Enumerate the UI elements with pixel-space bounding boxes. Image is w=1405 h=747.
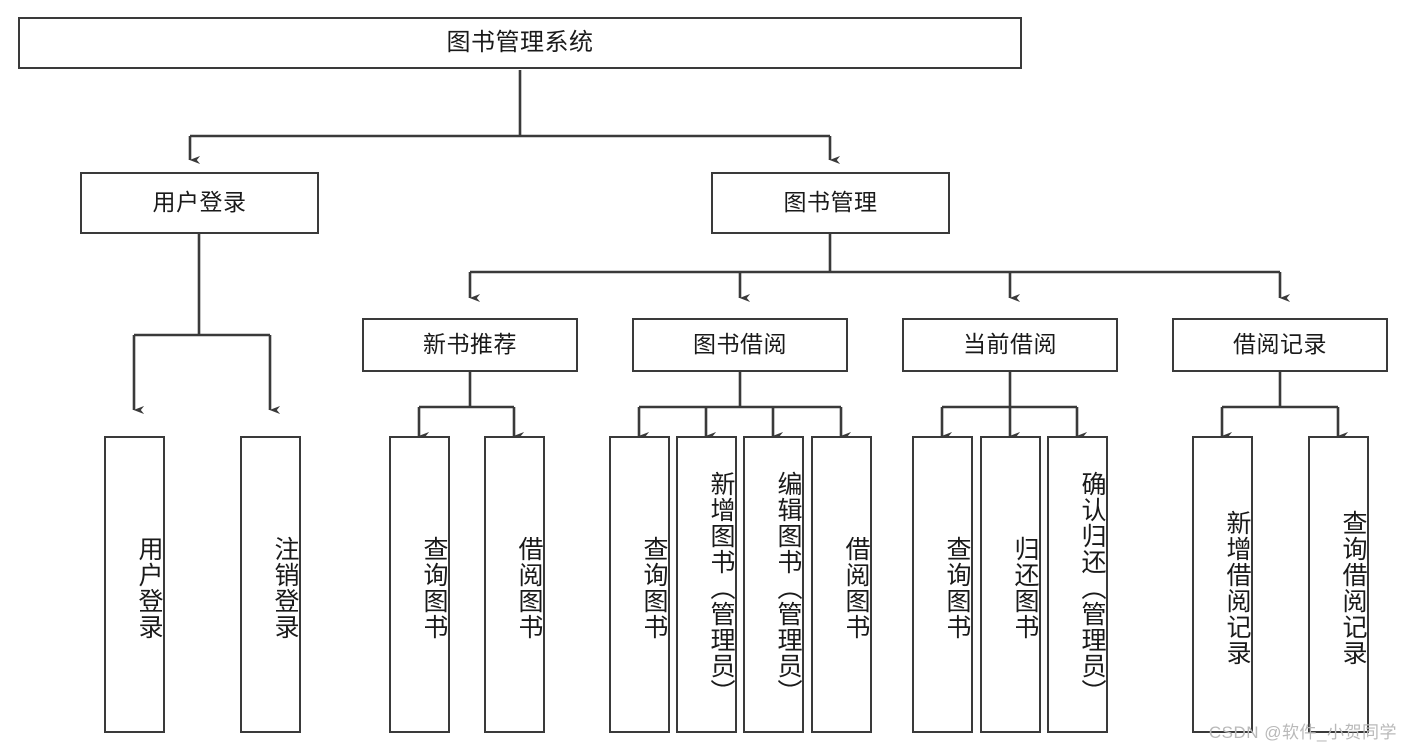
node-root-label: 图书管理系统 bbox=[446, 28, 594, 56]
leaf-user-logout[interactable]: 注销登录 bbox=[240, 436, 301, 733]
leaf-record-add-record-label: 新增借阅记录 bbox=[1223, 509, 1251, 666]
leaf-borrow-add-book-label: 新增图书（管理员） bbox=[707, 470, 735, 705]
leaf-record-query-record[interactable]: 查询借阅记录 bbox=[1308, 436, 1369, 733]
leaf-current-confirm-return-label: 确认归还（管理员） bbox=[1078, 470, 1106, 705]
leaf-record-add-record[interactable]: 新增借阅记录 bbox=[1192, 436, 1253, 733]
leaf-newbook-borrow-book[interactable]: 借阅图书 bbox=[484, 436, 545, 733]
leaf-borrow-query-book[interactable]: 查询图书 bbox=[609, 436, 670, 733]
leaf-user-login-label: 用户登录 bbox=[135, 535, 163, 640]
node-book-borrow[interactable]: 图书借阅 bbox=[632, 318, 848, 372]
leaf-newbook-query-book-label: 查询图书 bbox=[420, 535, 448, 640]
leaf-borrow-add-book[interactable]: 新增图书（管理员） bbox=[676, 436, 737, 733]
leaf-current-query-book[interactable]: 查询图书 bbox=[912, 436, 973, 733]
node-user-login[interactable]: 用户登录 bbox=[80, 172, 319, 234]
leaf-current-query-book-label: 查询图书 bbox=[943, 535, 971, 640]
node-current-borrow[interactable]: 当前借阅 bbox=[902, 318, 1118, 372]
leaf-borrow-borrow-book[interactable]: 借阅图书 bbox=[811, 436, 872, 733]
leaf-newbook-borrow-book-label: 借阅图书 bbox=[515, 535, 543, 640]
node-borrow-record[interactable]: 借阅记录 bbox=[1172, 318, 1388, 372]
leaf-user-logout-label: 注销登录 bbox=[271, 535, 299, 640]
leaf-borrow-borrow-book-label: 借阅图书 bbox=[842, 535, 870, 640]
leaf-user-login[interactable]: 用户登录 bbox=[104, 436, 165, 733]
node-new-book-recommend[interactable]: 新书推荐 bbox=[362, 318, 578, 372]
leaf-newbook-query-book[interactable]: 查询图书 bbox=[389, 436, 450, 733]
leaf-current-confirm-return[interactable]: 确认归还（管理员） bbox=[1047, 436, 1108, 733]
node-borrow-record-label: 借阅记录 bbox=[1233, 331, 1327, 358]
node-book-management[interactable]: 图书管理 bbox=[711, 172, 950, 234]
leaf-current-return-book[interactable]: 归还图书 bbox=[980, 436, 1041, 733]
leaf-borrow-edit-book[interactable]: 编辑图书（管理员） bbox=[743, 436, 804, 733]
leaf-current-return-book-label: 归还图书 bbox=[1011, 535, 1039, 640]
node-book-management-label: 图书管理 bbox=[783, 189, 878, 216]
node-root[interactable]: 图书管理系统 bbox=[18, 17, 1022, 69]
node-current-borrow-label: 当前借阅 bbox=[963, 331, 1057, 358]
leaf-borrow-edit-book-label: 编辑图书（管理员） bbox=[774, 470, 802, 705]
watermark: CSDN @软件_小贺同学 bbox=[1208, 723, 1397, 742]
node-book-borrow-label: 图书借阅 bbox=[693, 331, 787, 358]
leaf-borrow-query-book-label: 查询图书 bbox=[640, 535, 668, 640]
node-user-login-label: 用户登录 bbox=[152, 189, 247, 216]
node-new-book-recommend-label: 新书推荐 bbox=[423, 331, 517, 358]
leaf-record-query-record-label: 查询借阅记录 bbox=[1339, 509, 1367, 666]
